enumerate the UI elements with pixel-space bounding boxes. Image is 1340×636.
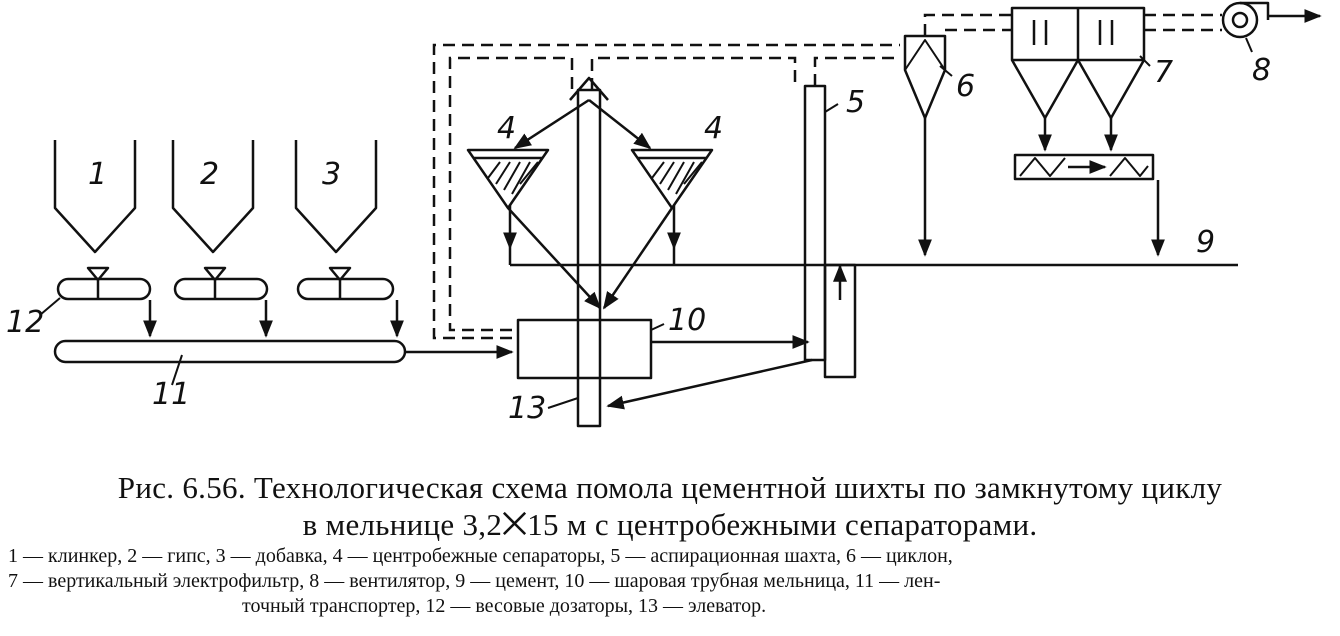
label-cement: 9 — [1196, 225, 1215, 260]
bin-3 — [294, 140, 378, 254]
label-cyclone: 6 — [956, 69, 975, 104]
caption-legend: 1 — клинкер, 2 — гипс, 3 — добавка, 4 — … — [8, 544, 1334, 619]
bin-2 — [171, 140, 255, 254]
separator-left — [466, 148, 550, 210]
cyclone — [903, 34, 947, 120]
separator-right — [630, 148, 714, 210]
legend-line-3: точный транспортер, 12 — весовые дозатор… — [242, 595, 767, 617]
legend-line-1: 1 — клинкер, 2 — гипс, 3 — добавка, 4 — … — [8, 545, 953, 567]
label-fan: 8 — [1252, 53, 1271, 88]
aspiration-shaft — [803, 84, 827, 362]
ball-tube-mill — [516, 318, 653, 380]
belt-conveyor — [53, 339, 407, 364]
label-mill: 10 — [668, 303, 706, 338]
weigh-doser-1 — [56, 266, 152, 301]
label-bin-3: 3 — [322, 157, 341, 192]
label-electrofilter: 7 — [1154, 55, 1173, 90]
screw-conveyor — [1013, 153, 1155, 181]
label-elevator: 13 — [508, 391, 546, 426]
label-bin-2: 2 — [200, 157, 219, 192]
electrofilter — [1010, 6, 1146, 120]
label-shaft: 5 — [846, 85, 865, 120]
elevator — [576, 88, 602, 428]
legend-line-2: 7 — вертикальный электрофильтр, 8 — вент… — [8, 570, 941, 592]
elevator-head — [569, 76, 609, 101]
label-conveyor: 11 — [152, 377, 190, 412]
process-diagram: 1 2 3 4 4 5 6 7 8 9 10 11 12 13 — [6, 1, 1322, 428]
bin-1 — [53, 140, 137, 254]
label-bin-1: 1 — [88, 157, 107, 192]
label-separator-right: 4 — [704, 111, 723, 146]
label-dosers: 12 — [6, 305, 44, 340]
caption-title-line-2: в мельнице 3,2⨉15 м с центробежными сепа… — [302, 507, 1038, 542]
caption-title-line-1: Рис. 6.56. Технологическая схема помола … — [117, 470, 1223, 505]
label-separator-left: 4 — [497, 111, 516, 146]
weigh-doser-2 — [173, 266, 269, 301]
weigh-doser-3 — [296, 266, 395, 301]
fan — [1221, 1, 1270, 39]
